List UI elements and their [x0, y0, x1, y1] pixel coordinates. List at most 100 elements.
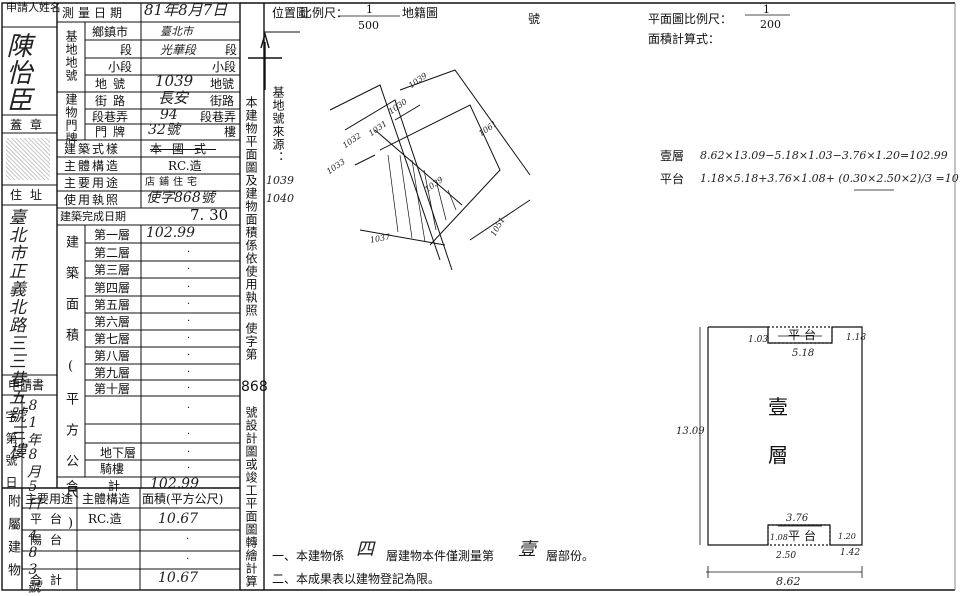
- township-value: 臺北市: [160, 25, 193, 38]
- street-value: 長安: [158, 89, 189, 107]
- plan-dim-376: 3.76: [786, 513, 809, 524]
- scale-label: 比例尺：: [300, 6, 349, 20]
- location-sketch: [329, 69, 531, 271]
- floor-area-value: ·: [187, 333, 191, 344]
- plan-dim-862: 8.62: [776, 575, 801, 588]
- annex-label: 附屬建物: [5, 494, 20, 586]
- floor-label: 第三層: [94, 263, 131, 277]
- floor-label: 第九層: [94, 366, 131, 380]
- street-suffix: 街路: [210, 94, 235, 108]
- plan-dim-108: 1.08: [770, 533, 788, 542]
- floor-area-value: ·: [187, 282, 191, 293]
- bldg-plate-label: 建物門牌: [64, 93, 78, 145]
- plan-dim-250: 2.50: [776, 551, 797, 561]
- completion-value: 7. 30: [190, 206, 229, 224]
- plan-platform-bottom: 平台: [788, 529, 821, 543]
- floor-area-value: ·: [187, 316, 191, 327]
- floor-plan-outline: [707, 326, 863, 546]
- note-2: 二、本成果表以建物登記為限。: [272, 572, 441, 586]
- use-label: 主要用途: [64, 176, 121, 190]
- annex-header-structure: 主體構造: [82, 492, 131, 506]
- plan-scale-num: 1: [763, 3, 770, 16]
- lane-value: 94: [160, 107, 178, 123]
- survey-date-label: 測量日期: [62, 6, 127, 20]
- floor-area-value: ·: [187, 429, 191, 440]
- vertical-note-2: 使字第: [244, 322, 258, 361]
- plan-dim-518: 5.18: [792, 348, 815, 359]
- note-1-b: 層建物本件僅測量第: [386, 549, 495, 563]
- plan-room-label: 壹: [768, 395, 788, 419]
- annex-total-label: 合計: [30, 573, 71, 587]
- lane-suffix: 段巷弄: [200, 110, 237, 124]
- structure-label: 主體構造: [64, 159, 121, 173]
- calc-platform-formula: 1.18×5.18+3.76×1.08+ (0.30×2.50×2)/3 =10…: [700, 172, 960, 185]
- note-1-floor-meas: 壹: [518, 539, 536, 560]
- section-value: 光華段: [160, 43, 197, 57]
- calc-floor-label: 壹層: [660, 149, 685, 163]
- plan-dim-103: 1.03: [748, 335, 769, 345]
- plan-scale-label: 平面圖比例尺：: [648, 12, 733, 26]
- app-doc-value: 81年8月5日 483號: [25, 398, 41, 594]
- permit-no: 868: [241, 379, 268, 395]
- plan-platform-top: 平台: [788, 328, 821, 342]
- plan-dim-120: 1.20: [838, 532, 856, 541]
- floor-label: 騎樓: [100, 462, 125, 476]
- plan-scale-den: 200: [760, 18, 781, 31]
- plan-dim-118: 1.18: [846, 333, 867, 343]
- lot-label: 地號: [95, 77, 132, 91]
- note-1-a: 一、本建物係: [272, 549, 345, 563]
- floor-label: 第五層: [94, 298, 131, 312]
- floor-area-value: ·: [187, 447, 191, 458]
- north-arrow-icon: [248, 31, 282, 90]
- annex-row-area: ·: [186, 554, 190, 565]
- floor-label: 第七層: [94, 332, 131, 346]
- floor-label: 第一層: [94, 228, 131, 242]
- floor-label: 地下層: [100, 446, 137, 460]
- floor-area-value: ·: [187, 264, 191, 275]
- survey-date-value: 81年8月7日: [144, 1, 228, 19]
- source-value-1: 1039: [266, 174, 294, 187]
- note-1-floors: 四: [356, 539, 374, 560]
- floor-area-value: 102.99: [146, 225, 195, 241]
- seal-stamp: [6, 138, 50, 180]
- subsection-suffix: 小段: [212, 60, 237, 74]
- floor-label: 第二層: [94, 246, 131, 260]
- calc-platform-label: 平台: [660, 172, 685, 186]
- floor-area-value: ·: [187, 383, 191, 394]
- total-label: 合計: [66, 479, 151, 493]
- floor-label: 第六層: [94, 315, 131, 329]
- floor-label: 第八層: [94, 349, 131, 363]
- number-suffix: 號: [528, 12, 541, 26]
- floor-area-value: ·: [187, 463, 191, 474]
- annex-header-use: 主要用途: [25, 492, 74, 506]
- completion-label: 建築完成日期: [60, 210, 126, 223]
- floor-area-value: ·: [187, 299, 191, 310]
- number-value: 32號: [148, 122, 180, 138]
- lot-suffix: 地號: [210, 77, 235, 91]
- area-label: 建築面積(平方公尺): [63, 235, 78, 549]
- total-value: 102.99: [150, 476, 199, 492]
- cadastral-label: 地籍圖: [402, 6, 439, 20]
- annex-header-area: 面積(平方公尺): [142, 492, 224, 506]
- style-label: 建築式樣: [64, 142, 121, 156]
- floor-area-value: ·: [187, 403, 191, 414]
- applicant-name: 陳怡臣: [2, 32, 32, 113]
- floor-area-value: ·: [187, 247, 191, 258]
- structure-value: RC.造: [168, 159, 202, 173]
- permit-label: 使用執照: [64, 193, 121, 207]
- app-doc-label: 申請書: [8, 378, 45, 392]
- floor-label: 第四層: [94, 281, 131, 295]
- plan-dim-142: 1.42: [840, 548, 861, 558]
- annex-row-use: 平台: [30, 512, 71, 526]
- floor-area-value: ·: [187, 367, 191, 378]
- floor-unit: 樓: [224, 125, 237, 139]
- source-label: 基地號來源：: [271, 86, 285, 164]
- plan-room-label-2: 層: [768, 443, 788, 467]
- section-suffix: 段: [225, 43, 238, 57]
- seal-label: 蓋章: [10, 118, 51, 132]
- vertical-note-3: 號設計圖或竣工平面圖轉繪計算: [244, 406, 258, 588]
- number-label: 門牌: [95, 125, 132, 139]
- vertical-note: 本建物平面圖及建物面積係依使用執照: [244, 96, 258, 317]
- scale-num: 1: [366, 3, 373, 16]
